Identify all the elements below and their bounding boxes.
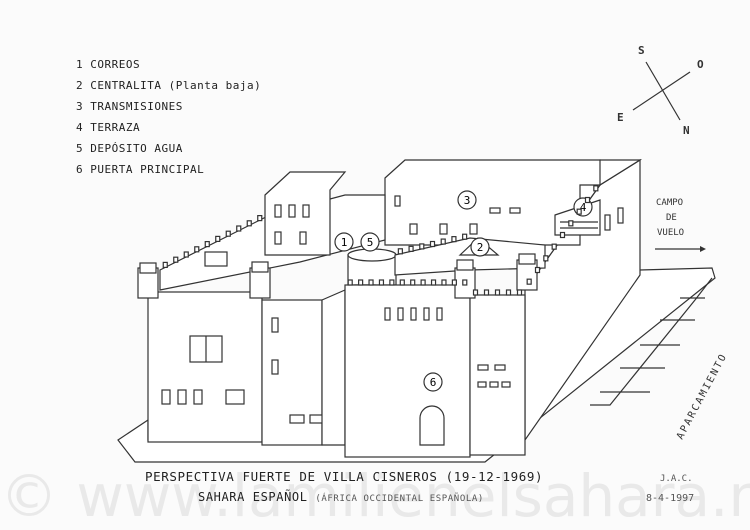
campo-label-1: CAMPO [656, 198, 684, 208]
legend-item: 5 DEPÓSITO AGUA [76, 142, 183, 155]
merlon [399, 279, 405, 286]
legend-item: 4 TERRAZA [76, 121, 141, 134]
merlon [494, 289, 501, 296]
legend-item: 3 TRANSMISIONES [76, 100, 183, 113]
merlon [225, 230, 231, 237]
merlon [378, 279, 385, 286]
merlon [505, 289, 512, 296]
merlon [215, 235, 221, 242]
merlon [568, 220, 574, 227]
aparcamiento-label: APARCAMIENTO [675, 351, 730, 441]
campo-label-2: DE [666, 213, 677, 223]
merlon [389, 279, 395, 286]
merlon [246, 220, 252, 227]
legend-item: 6 PUERTA PRINCIPAL [76, 163, 205, 176]
watchtowers [137, 253, 538, 299]
merlon [441, 279, 447, 286]
merlon [429, 240, 436, 248]
merlon [559, 231, 566, 239]
merlon [451, 236, 457, 243]
merlon [204, 241, 210, 248]
merlon [183, 251, 189, 258]
drawing-title: PERSPECTIVA FUERTE DE VILLA CISNEROS (19… [145, 469, 544, 484]
author-initials: J.A.C. [660, 474, 693, 484]
marker-4: 4 [580, 201, 587, 214]
merlon [472, 289, 479, 296]
merlon [358, 279, 364, 286]
merlon [257, 215, 263, 222]
merlon [451, 279, 457, 286]
merlon [397, 248, 403, 255]
merlon [526, 278, 532, 285]
merlon [576, 208, 582, 215]
merlon [534, 266, 541, 274]
compass-o: O [697, 58, 704, 71]
merlon [410, 279, 416, 286]
merlon [483, 289, 490, 296]
merlon [551, 243, 557, 250]
merlon [584, 196, 591, 204]
merlon [430, 279, 437, 286]
legend: 1 CORREOS 2 CENTRALITA (Planta baja) 3 T… [76, 54, 261, 180]
merlon [236, 225, 242, 232]
legend-item: 2 CENTRALITA (Planta baja) [76, 79, 262, 92]
merlon [162, 261, 168, 268]
compass-n: N [683, 124, 690, 137]
marker-1: 1 [341, 236, 348, 249]
marker-5: 5 [367, 236, 374, 249]
subtitle-main: SAHARA ESPAÑOL [198, 490, 308, 504]
marker-6: 6 [430, 376, 437, 389]
compass-icon [632, 61, 691, 121]
merlon [420, 279, 426, 286]
merlon [419, 243, 425, 250]
merlon [543, 255, 549, 262]
merlon [462, 279, 468, 286]
legend-item: 1 CORREOS [76, 58, 141, 71]
merlon [408, 245, 414, 252]
marker-3: 3 [464, 194, 471, 207]
parking-area [590, 277, 713, 406]
merlon [516, 289, 523, 296]
compass-e: E [617, 111, 624, 124]
merlon [347, 279, 353, 286]
drawing-date: 8-4-1997 [646, 493, 695, 504]
campo-label-3: VUELO [657, 228, 685, 238]
subtitle-note: (ÁFRICA OCCIDENTAL ESPAÑOLA) [315, 494, 484, 504]
drawing-subtitle: SAHARA ESPAÑOL (ÁFRICA OCCIDENTAL ESPAÑO… [198, 490, 484, 504]
main-gate [419, 405, 445, 446]
compass-s: S [638, 44, 645, 57]
marker-2: 2 [477, 241, 484, 254]
merlon [194, 246, 200, 253]
merlon [462, 233, 468, 240]
merlon [368, 279, 374, 286]
merlon [173, 256, 179, 263]
building-transmisiones [384, 159, 601, 246]
west-tower-block [147, 291, 263, 443]
merlon [593, 185, 599, 192]
watermark: © www.lamilienelsahara.net [0, 462, 750, 530]
gate-block [344, 284, 471, 458]
merlon [440, 238, 446, 245]
